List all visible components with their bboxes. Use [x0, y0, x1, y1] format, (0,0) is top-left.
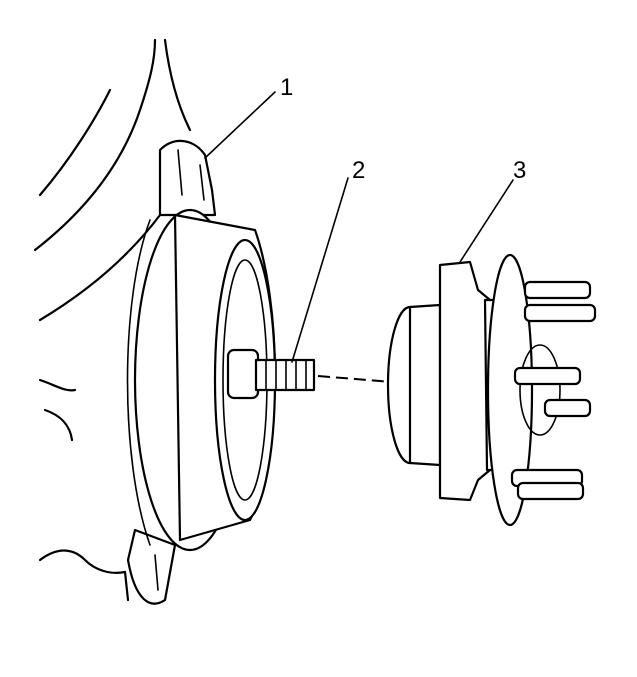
callout-3: 3	[513, 157, 526, 184]
leader-lines	[204, 91, 514, 363]
splash-shield	[126, 139, 217, 605]
hub-stud	[226, 348, 316, 400]
hub-bearing-assembly	[386, 253, 597, 527]
knuckle-outline	[33, 38, 192, 602]
callout-1: 1	[280, 74, 293, 101]
knuckle-bore	[126, 208, 277, 552]
wheel-studs	[510, 280, 597, 501]
alignment-axis	[317, 375, 393, 383]
callout-2: 2	[352, 157, 365, 184]
